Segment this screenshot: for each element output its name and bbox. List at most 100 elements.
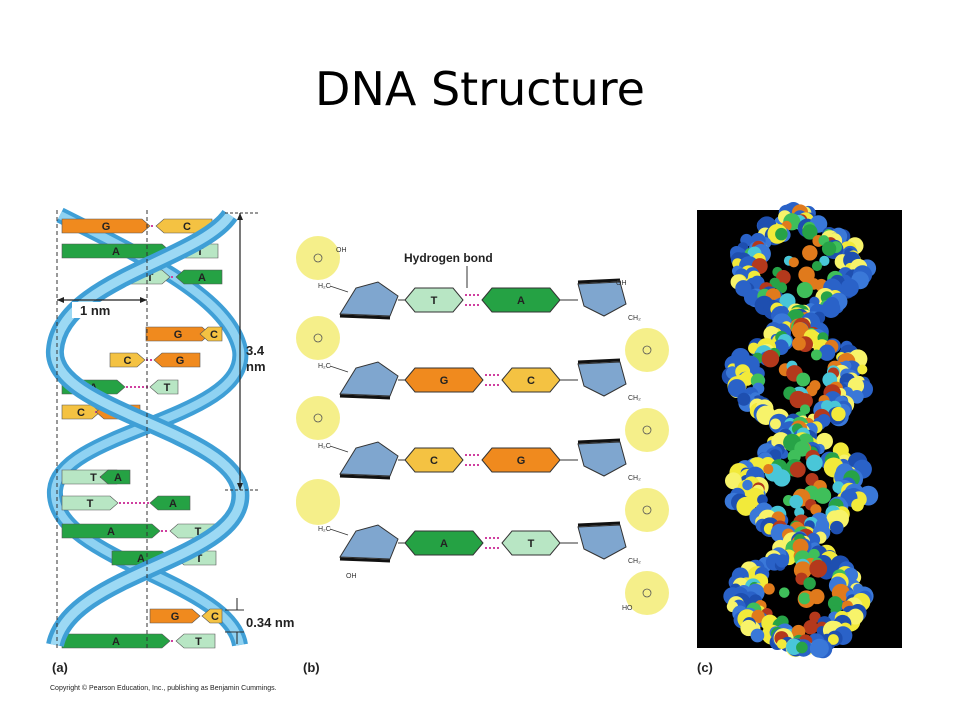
base-g (61, 218, 151, 234)
phosphate-group (625, 408, 669, 452)
base-letter: G (176, 355, 185, 367)
base-letter: A (107, 526, 115, 538)
base-letter: C (77, 407, 85, 419)
width-label: 1 nm (80, 303, 110, 318)
copyright-notice: Copyright © Pearson Education, Inc., pub… (50, 685, 277, 692)
h2c-label: H₂C (318, 283, 331, 290)
ch2-label: CH₂ (628, 315, 641, 322)
base-letter: G (440, 375, 449, 387)
hydrogen-bond-label: Hydrogen bond (404, 251, 493, 265)
pitch-label: 3.4 (246, 343, 265, 358)
base-t (149, 379, 179, 395)
base-t (175, 633, 216, 649)
nucleotide-pair-row: H₂C G C CH₂ (296, 316, 669, 452)
base-letter: A (112, 246, 120, 258)
deoxyribose-sugar (339, 361, 399, 397)
base-a (404, 530, 484, 556)
deoxyribose-sugar (577, 441, 627, 477)
phosphate-group (625, 488, 669, 532)
deoxyribose-sugar (577, 524, 627, 560)
base-letter: T (87, 498, 94, 510)
ch2-label: CH₂ (628, 558, 641, 565)
base-letter: C (124, 355, 132, 367)
base-letter: A (112, 636, 120, 648)
base-letter: C (183, 221, 191, 233)
base-c (61, 404, 101, 420)
oh-label: OH (616, 280, 627, 287)
phosphate-group (296, 316, 340, 360)
base-a (99, 469, 131, 485)
base-letter: T (147, 272, 154, 284)
h2c-label: H₂C (318, 363, 331, 370)
h2c-label: H₂C (318, 526, 331, 533)
base-t (61, 495, 119, 511)
base-letter: G (517, 455, 526, 467)
helix-front-strand-highlight (50, 212, 245, 647)
base-letter: A (198, 272, 206, 284)
nucleotide-pair-row: H₂C C G CH₂ (296, 396, 669, 532)
base-c (199, 326, 223, 342)
base-letter: A (440, 538, 448, 550)
base-letter: T (196, 553, 203, 565)
base-g (404, 367, 484, 393)
base-letter: C (211, 611, 219, 623)
phosphate-group (296, 396, 340, 440)
base-letter: T (195, 526, 202, 538)
base-letter: A (169, 498, 177, 510)
deoxyribose-sugar (577, 361, 627, 397)
base-letter: A (517, 295, 525, 307)
h2c-label: H₂C (318, 443, 331, 450)
deoxyribose-sugar (339, 281, 399, 317)
base-letter: G (102, 221, 111, 233)
base-letter: T (431, 295, 438, 307)
oh-label: OH (336, 247, 347, 254)
base-letter: A (114, 472, 122, 484)
ch2-label: CH₂ (628, 395, 641, 402)
deoxyribose-sugar (577, 281, 627, 317)
base-c (404, 447, 464, 473)
phosphate-group (625, 571, 669, 615)
base-g (153, 352, 201, 368)
base-letter: C (527, 375, 535, 387)
oh-label: OH (346, 573, 357, 580)
ho-label: HO (622, 605, 633, 612)
phosphate-group (296, 236, 340, 280)
pitch-label-unit: nm (246, 359, 266, 374)
phosphate-group (625, 328, 669, 372)
base-c (201, 608, 223, 624)
base-letter: T (197, 246, 204, 258)
base-a (175, 269, 223, 285)
base-letter: G (171, 611, 180, 623)
base-a (61, 523, 161, 539)
base-g (149, 608, 201, 624)
rise-label: 0.34 nm (246, 615, 294, 630)
base-letter: T (195, 636, 202, 648)
base-letter: T (90, 472, 97, 484)
deoxyribose-sugar (339, 441, 399, 477)
phosphate-group (296, 481, 340, 525)
panel-a-label: (a) (52, 660, 68, 675)
base-t (404, 287, 464, 313)
base-letter: A (137, 553, 145, 565)
nucleotide-pair-row: H₂C T A CH₂ (296, 236, 669, 372)
base-c (109, 352, 146, 368)
ch2-label: CH₂ (628, 475, 641, 482)
panel-c-space-filling-model: (c) (697, 202, 902, 675)
slide-title: DNA Structure (315, 62, 645, 116)
base-letter: C (430, 455, 438, 467)
base-letter: G (174, 329, 183, 341)
base-a (149, 495, 191, 511)
panel-c-label: (c) (697, 660, 713, 675)
